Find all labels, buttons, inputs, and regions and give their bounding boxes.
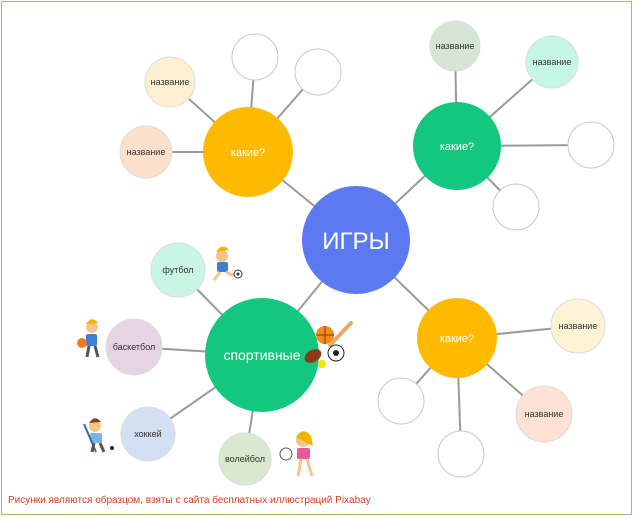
leaf-label: название — [151, 77, 190, 87]
basketball-player-illustration — [77, 319, 100, 358]
hockey-player-illustration — [83, 418, 114, 453]
leaf-hockey[interactable]: хоккей — [120, 406, 176, 462]
hub-label: какие? — [440, 333, 474, 345]
leaf-top-right-3[interactable] — [567, 121, 615, 169]
leaf-label: волейбол — [225, 454, 265, 464]
leaf-top-right-1[interactable]: название — [429, 20, 481, 72]
leaf-top-left-1[interactable]: название — [144, 56, 196, 108]
leaf-top-left-3[interactable] — [231, 33, 279, 81]
leaf-bottom-right-2[interactable]: название — [515, 385, 573, 443]
leaf-top-left-4[interactable] — [294, 48, 342, 96]
hub-bottom-right[interactable]: какие? — [417, 298, 497, 378]
center-label: ИГРЫ — [322, 228, 390, 255]
illustration-credit-caption: Рисунки являются образцом, взяты с сайта… — [8, 495, 371, 506]
center-node[interactable]: ИГРЫ — [302, 186, 410, 294]
leaf-label: футбол — [162, 265, 193, 275]
leaf-top-left-2[interactable]: название — [119, 125, 173, 179]
leaf-volleyball[interactable]: волейбол — [218, 432, 272, 486]
leaf-label: хоккей — [134, 429, 161, 439]
leaf-label: название — [525, 409, 564, 419]
leaf-label: баскетбол — [113, 342, 156, 352]
leaf-top-right-2[interactable]: название — [525, 35, 579, 89]
hub-label: спортивные — [223, 347, 300, 363]
hub-top-right[interactable]: какие? — [413, 102, 501, 190]
sports-equipment-illustration — [304, 321, 353, 368]
hub-label: какие? — [440, 141, 474, 153]
leaf-bottom-right-1[interactable]: название — [550, 298, 606, 354]
leaf-label: название — [436, 41, 475, 51]
football-player-illustration — [212, 246, 243, 281]
leaf-label: название — [127, 147, 166, 157]
leaf-top-right-4[interactable] — [492, 183, 540, 231]
leaf-label: название — [533, 57, 572, 67]
hub-label: какие? — [231, 147, 265, 159]
hub-sports[interactable]: спортивные — [205, 298, 319, 412]
leaf-basketball[interactable]: баскетбол — [105, 318, 163, 376]
volleyball-player-illustration — [279, 431, 314, 477]
leaf-football[interactable]: футбол — [150, 242, 206, 298]
leaf-bottom-right-3[interactable] — [437, 430, 485, 478]
leaf-label: название — [559, 321, 598, 331]
hub-top-left[interactable]: какие? — [203, 107, 293, 197]
leaf-bottom-right-4[interactable] — [377, 377, 425, 425]
